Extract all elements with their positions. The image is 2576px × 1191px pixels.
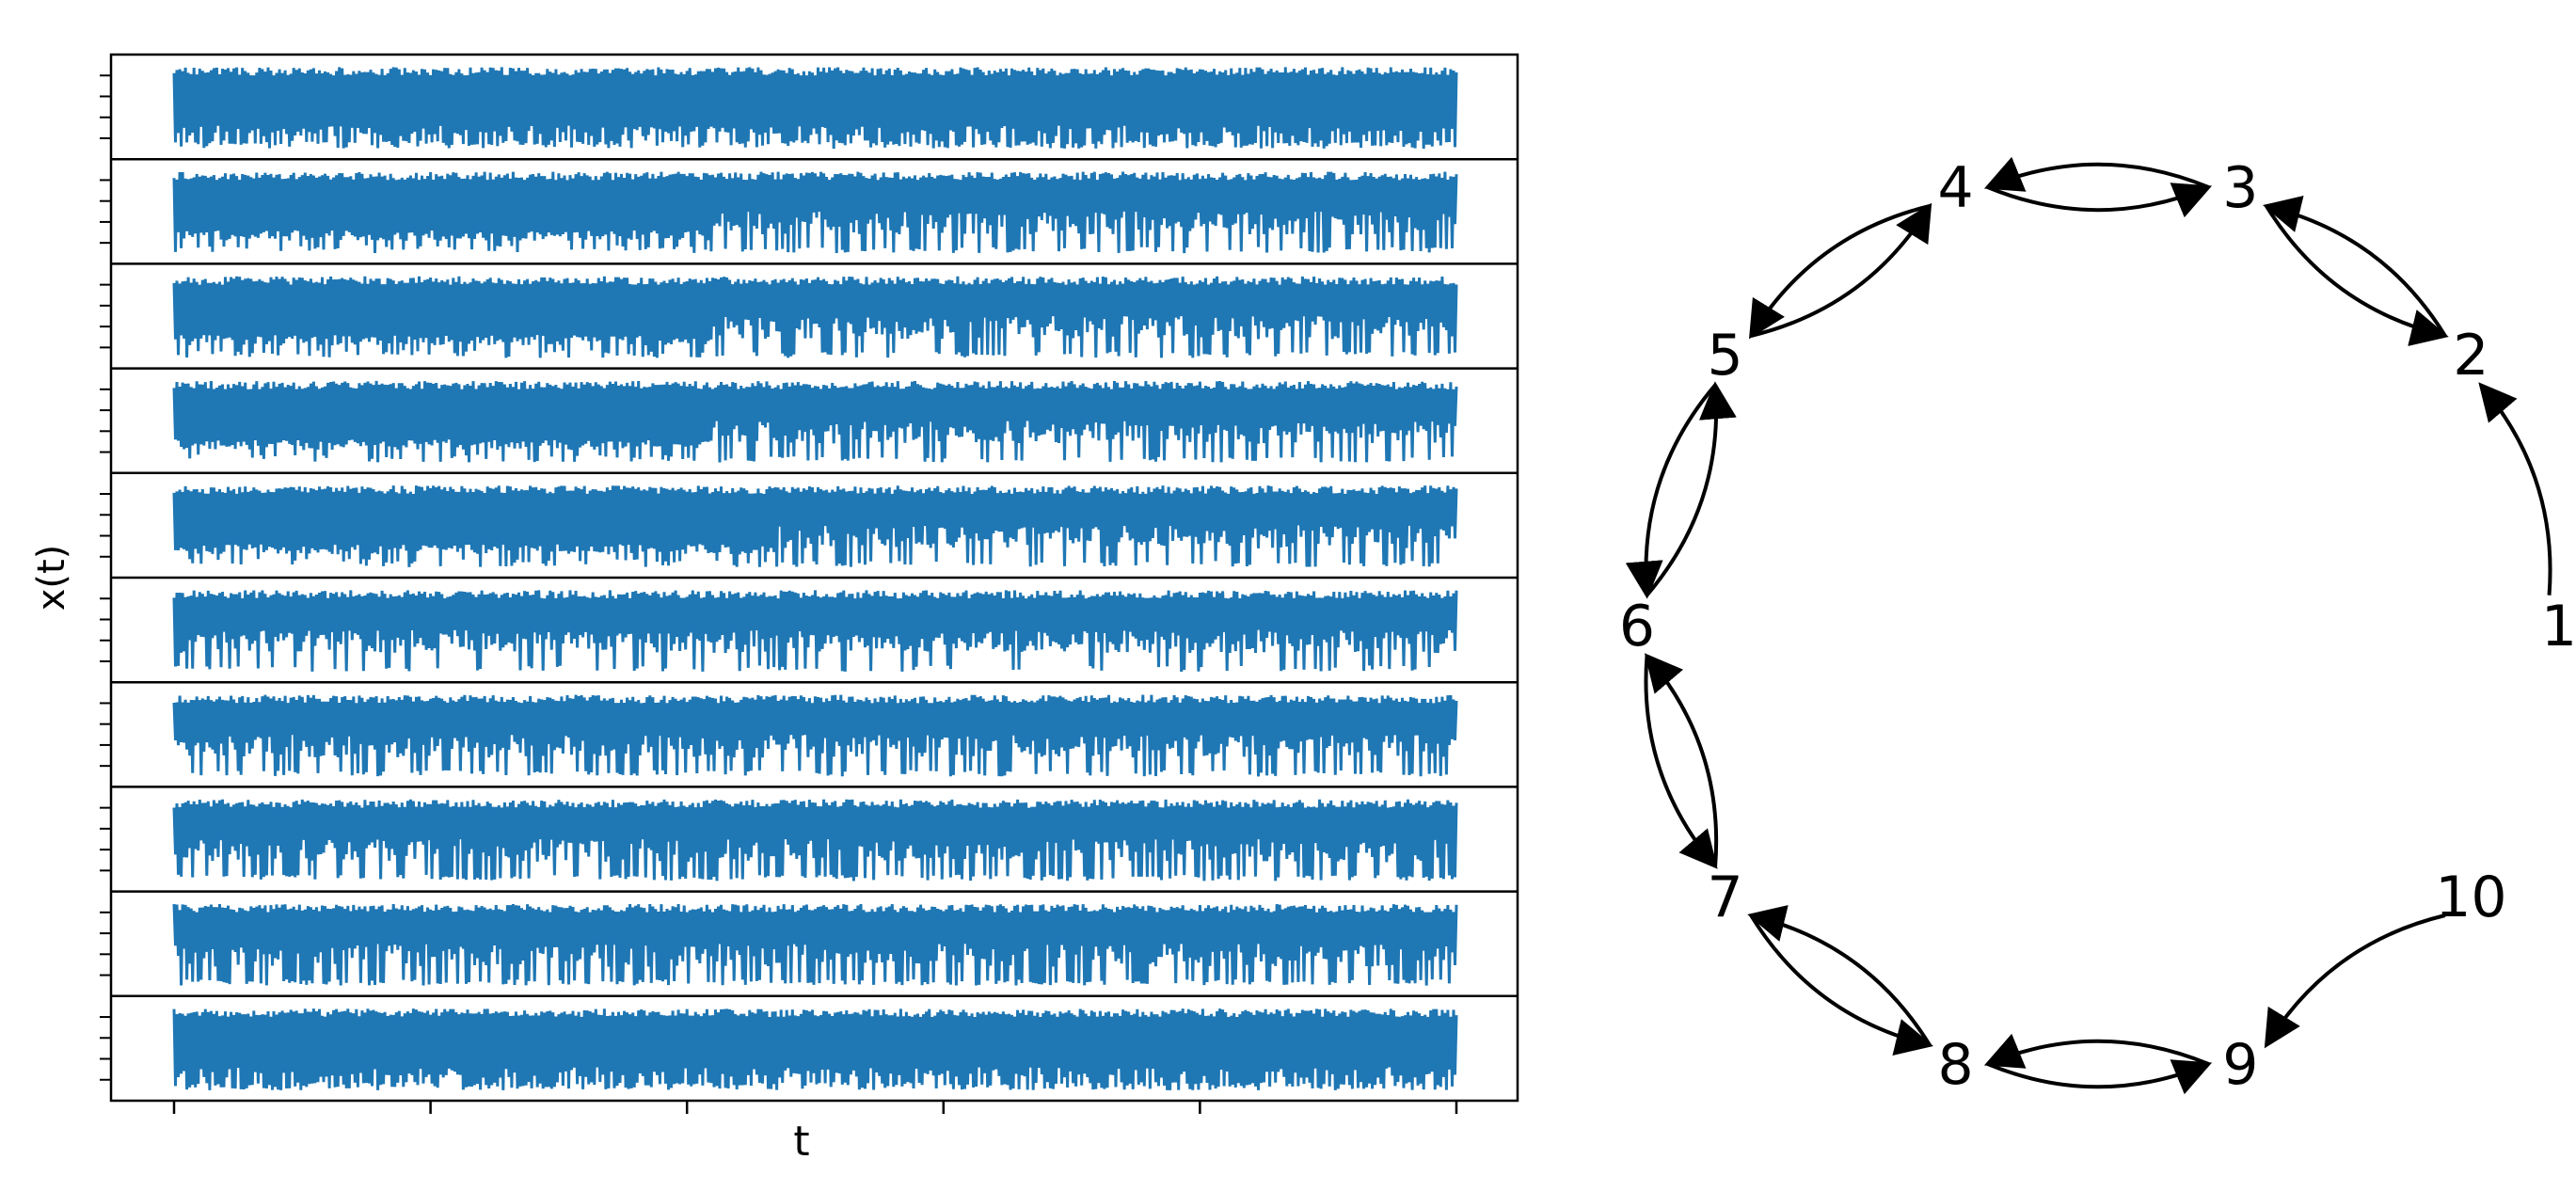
plot-frame — [109, 53, 1519, 1103]
edge-8-to-7 — [1747, 905, 1932, 1047]
node-7: 7 — [1708, 865, 1743, 930]
network-diagram: 1 2 3 4 5 6 7 8 9 10 — [1619, 155, 2576, 1098]
node-3: 3 — [2222, 155, 2258, 221]
edge-7-to-8 — [1749, 913, 1933, 1056]
edge-3-to-2 — [2265, 204, 2449, 346]
node-8: 8 — [1938, 1032, 1974, 1098]
time-series-line-3 — [172, 276, 1458, 358]
time-series-chart: t x(t) — [30, 53, 1519, 1166]
node-2: 2 — [2453, 323, 2489, 389]
time-series-line-7 — [172, 694, 1458, 777]
edge-9-to-8 — [1983, 1033, 2210, 1069]
edge-4-to-5 — [1749, 204, 1931, 340]
node-5: 5 — [1708, 323, 1743, 389]
time-series-line-10 — [172, 1008, 1458, 1090]
y-axis-label: x(t) — [30, 545, 73, 611]
time-series-line-5 — [172, 485, 1458, 567]
node-6: 6 — [1619, 594, 1655, 659]
edge-4-to-3 — [1986, 183, 2213, 218]
node-10: 10 — [2435, 865, 2506, 930]
node-1: 1 — [2541, 594, 2576, 659]
network-edges — [1625, 156, 2552, 1095]
node-9: 9 — [2222, 1032, 2258, 1098]
edge-6-to-5 — [1645, 381, 1737, 596]
time-series-line-6 — [172, 590, 1458, 673]
edge-5-to-4 — [1750, 202, 1932, 338]
edge-2-to-3 — [2263, 196, 2447, 338]
edge-5-to-6 — [1625, 384, 1717, 599]
time-series-line-4 — [172, 380, 1458, 463]
time-series-line-1 — [172, 67, 1458, 150]
node-4: 4 — [1938, 155, 1974, 221]
x-axis-label: t — [793, 1118, 809, 1166]
edge-3-to-4 — [1983, 156, 2210, 192]
x-axis-ticks — [172, 1101, 1458, 1114]
edge-8-to-9 — [1986, 1059, 2213, 1095]
time-series-panels — [100, 67, 1518, 1090]
edge-1-to-2 — [2478, 382, 2552, 596]
time-series-line-8 — [172, 799, 1458, 881]
time-series-line-9 — [172, 903, 1458, 986]
network-nodes: 1 2 3 4 5 6 7 8 9 10 — [1619, 155, 2576, 1098]
edge-10-to-9 — [2264, 913, 2446, 1049]
time-series-line-2 — [172, 171, 1458, 254]
edge-7-to-6 — [1644, 653, 1719, 866]
